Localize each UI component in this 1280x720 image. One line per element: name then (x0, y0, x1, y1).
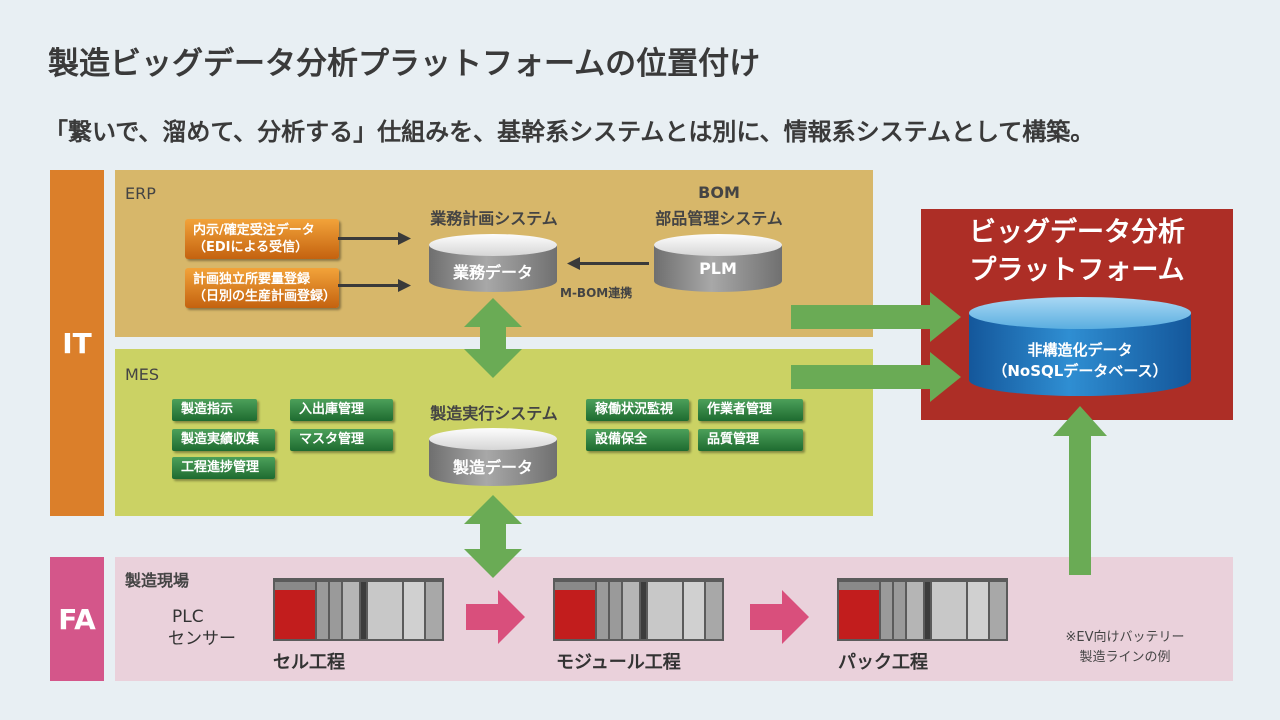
plc-label: PLC (172, 607, 204, 627)
order-data-box: 内示/確定受注データ （EDIによる受信） (185, 219, 339, 259)
mes-item-progress: 工程進捗管理 (172, 457, 275, 479)
mes-fa-double-arrow (464, 495, 522, 578)
business-data-cylinder (429, 234, 557, 292)
plan-registration-box: 計画独立所要量登録 （日別の生産計画登録） (185, 268, 339, 308)
erp-label: ERP (125, 184, 156, 203)
nosql-cylinder (969, 297, 1191, 396)
manufacturing-data-label: 製造データ (452, 458, 533, 477)
mes-item-master: マスタ管理 (290, 429, 393, 451)
plc-machine-2 (553, 578, 724, 641)
fa-layer-bar: FA (50, 557, 104, 681)
platform-title-line1: ビッグデータ分析 (969, 217, 1185, 248)
note-line2: 製造ラインの例 (1079, 650, 1171, 665)
process-arrow-1 (466, 590, 525, 644)
page-title: 製造ビッグデータ分析プラットフォームの位置付け (48, 46, 761, 82)
mes-item-results-collection: 製造実績収集 (172, 429, 275, 451)
bom-label: BOM (698, 183, 740, 202)
nosql-label: 非構造化データ （NoSQLデータベース） (969, 340, 1191, 382)
bigdata-platform-title: ビッグデータ分析 プラットフォーム (921, 214, 1233, 290)
mes-item-maintenance: 設備保全 (586, 429, 689, 451)
mbom-link-label: M-BOM連携 (560, 286, 633, 300)
page-subtitle: 「繋いで、溜めて、分析する」仕組みを、基幹系システムとは別に、情報系システムとし… (44, 118, 1095, 146)
nosql-label-line2: （NoSQLデータベース） (992, 362, 1168, 380)
parts-system-label: 部品管理システム (655, 209, 783, 228)
it-layer-bar: IT (50, 170, 104, 516)
it-layer-label: IT (62, 326, 92, 360)
process-cell: セル工程 (273, 652, 345, 673)
erp-input-arrows (338, 232, 649, 292)
plc-machine-1 (273, 578, 444, 641)
fa-layer-label: FA (58, 602, 96, 636)
erp-to-platform-arrow (791, 292, 961, 342)
plc-sensor-label: PLC センサー (168, 606, 236, 650)
process-pack: パック工程 (838, 652, 928, 673)
plan-registration-line2: （日別の生産計画登録） (193, 289, 337, 304)
manufacturing-data-cylinder (429, 428, 557, 486)
order-data-line2: （EDIによる受信） (193, 240, 309, 255)
mes-item-worker: 作業者管理 (698, 399, 803, 421)
mes-item-quality: 品質管理 (698, 429, 803, 451)
business-data-label: 業務データ (452, 263, 533, 282)
business-system-label: 業務計画システム (430, 209, 558, 228)
mes-label: MES (125, 365, 160, 384)
mes-item-inventory: 入出庫管理 (290, 399, 393, 421)
sensor-label: センサー (168, 629, 236, 649)
note-line1: ※EV向けバッテリー (1065, 630, 1185, 645)
plan-registration-line1: 計画独立所要量登録 (193, 272, 311, 287)
plc-machine-3 (837, 578, 1008, 641)
mes-item-manufacturing-order: 製造指示 (172, 399, 257, 421)
fa-to-platform-arrow (1053, 406, 1107, 575)
process-module: モジュール工程 (556, 652, 681, 673)
mes-to-platform-arrow (791, 352, 961, 402)
plm-label: PLM (699, 259, 737, 278)
mes-system-label: 製造実行システム (430, 404, 558, 423)
process-arrow-2 (750, 590, 809, 644)
platform-title-line2: プラットフォーム (969, 255, 1185, 286)
fa-site-label: 製造現場 (125, 571, 190, 590)
plm-cylinder (654, 234, 782, 292)
erp-mes-double-arrow (464, 298, 522, 378)
order-data-line1: 内示/確定受注データ (193, 223, 315, 238)
ev-battery-note: ※EV向けバッテリー 製造ラインの例 (1040, 628, 1210, 668)
nosql-label-line1: 非構造化データ (1027, 341, 1133, 359)
mes-item-operation-monitor: 稼働状況監視 (586, 399, 689, 421)
